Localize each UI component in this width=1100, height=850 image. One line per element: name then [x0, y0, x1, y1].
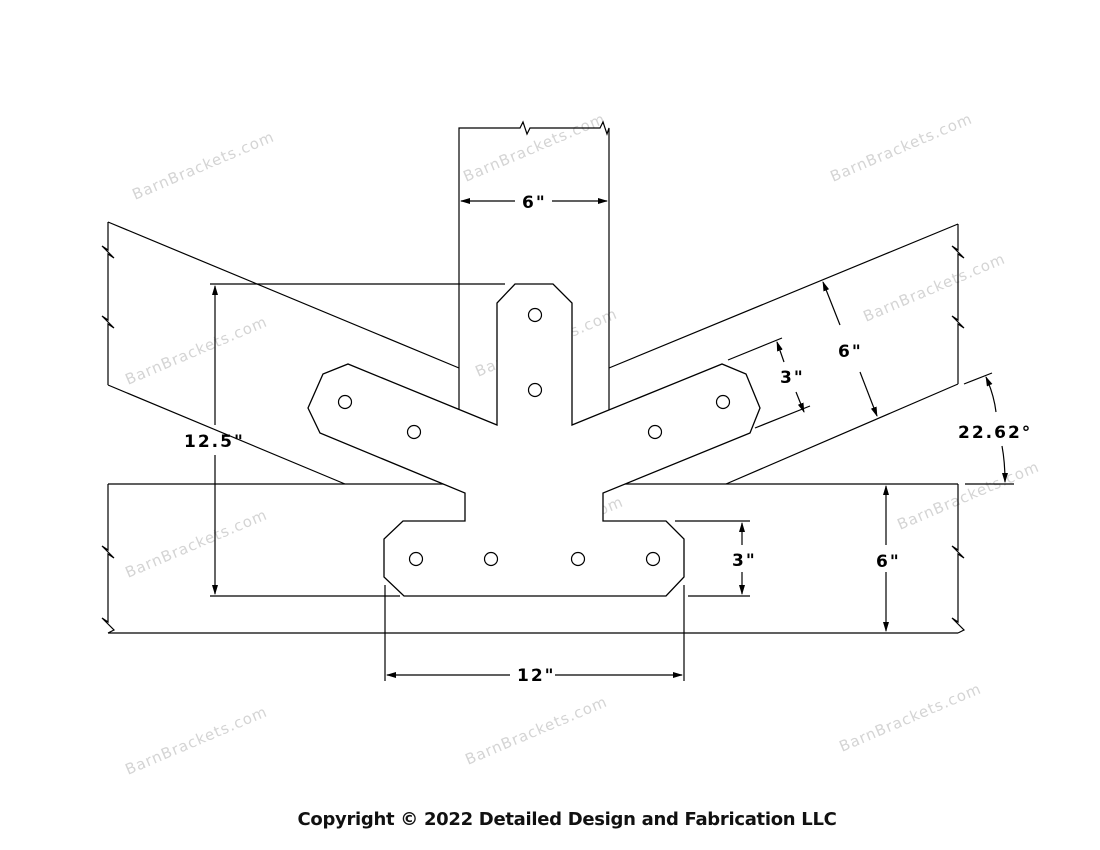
- watermark: BarnBrackets.com: [861, 249, 1009, 325]
- watermark: BarnBrackets.com: [123, 505, 271, 581]
- bolt-hole: [645, 551, 661, 567]
- bracket-plate: [307, 283, 761, 597]
- copyright-text: Copyright © 2022 Detailed Design and Fab…: [297, 809, 837, 830]
- dimension-lines: 6" 12.5" 12" 3" 3" 6" 6" 22.62°: [184, 193, 1032, 686]
- bolt-hole: [483, 551, 499, 567]
- right-rafter: [608, 223, 965, 485]
- watermark: BarnBrackets.com: [130, 127, 278, 203]
- watermark: BarnBrackets.com: [837, 679, 985, 755]
- timber-members: [101, 120, 966, 634]
- bolt-hole: [570, 551, 586, 567]
- rafter-arm-height-label: 3": [780, 368, 805, 388]
- bolt-hole: [527, 307, 543, 323]
- bolt-hole: [408, 551, 424, 567]
- bolt-hole: [406, 424, 422, 440]
- left-rafter: [101, 221, 460, 485]
- bolt-hole: [647, 424, 663, 440]
- bottom-width-label: 12": [517, 666, 556, 686]
- post: [458, 120, 610, 410]
- bolt-hole: [715, 394, 731, 410]
- bolt-hole: [527, 382, 543, 398]
- bottom-arm-height-label: 3": [732, 551, 757, 571]
- angle-label: 22.62°: [958, 423, 1032, 443]
- beam-depth-label: 6": [876, 552, 901, 572]
- watermark: BarnBrackets.com: [123, 702, 271, 778]
- watermark: BarnBrackets.com: [895, 457, 1043, 533]
- bolt-holes: [337, 307, 731, 567]
- post-width-label: 6": [522, 193, 547, 213]
- watermark: BarnBrackets.com: [123, 312, 271, 388]
- watermark: BarnBrackets.com: [828, 109, 976, 185]
- rafter-depth-label: 6": [838, 342, 863, 362]
- beam: [101, 483, 966, 634]
- overall-height-label: 12.5": [184, 432, 245, 452]
- bolt-hole: [337, 394, 353, 410]
- watermark: BarnBrackets.com: [463, 692, 611, 768]
- watermark: BarnBrackets.com: [461, 109, 609, 185]
